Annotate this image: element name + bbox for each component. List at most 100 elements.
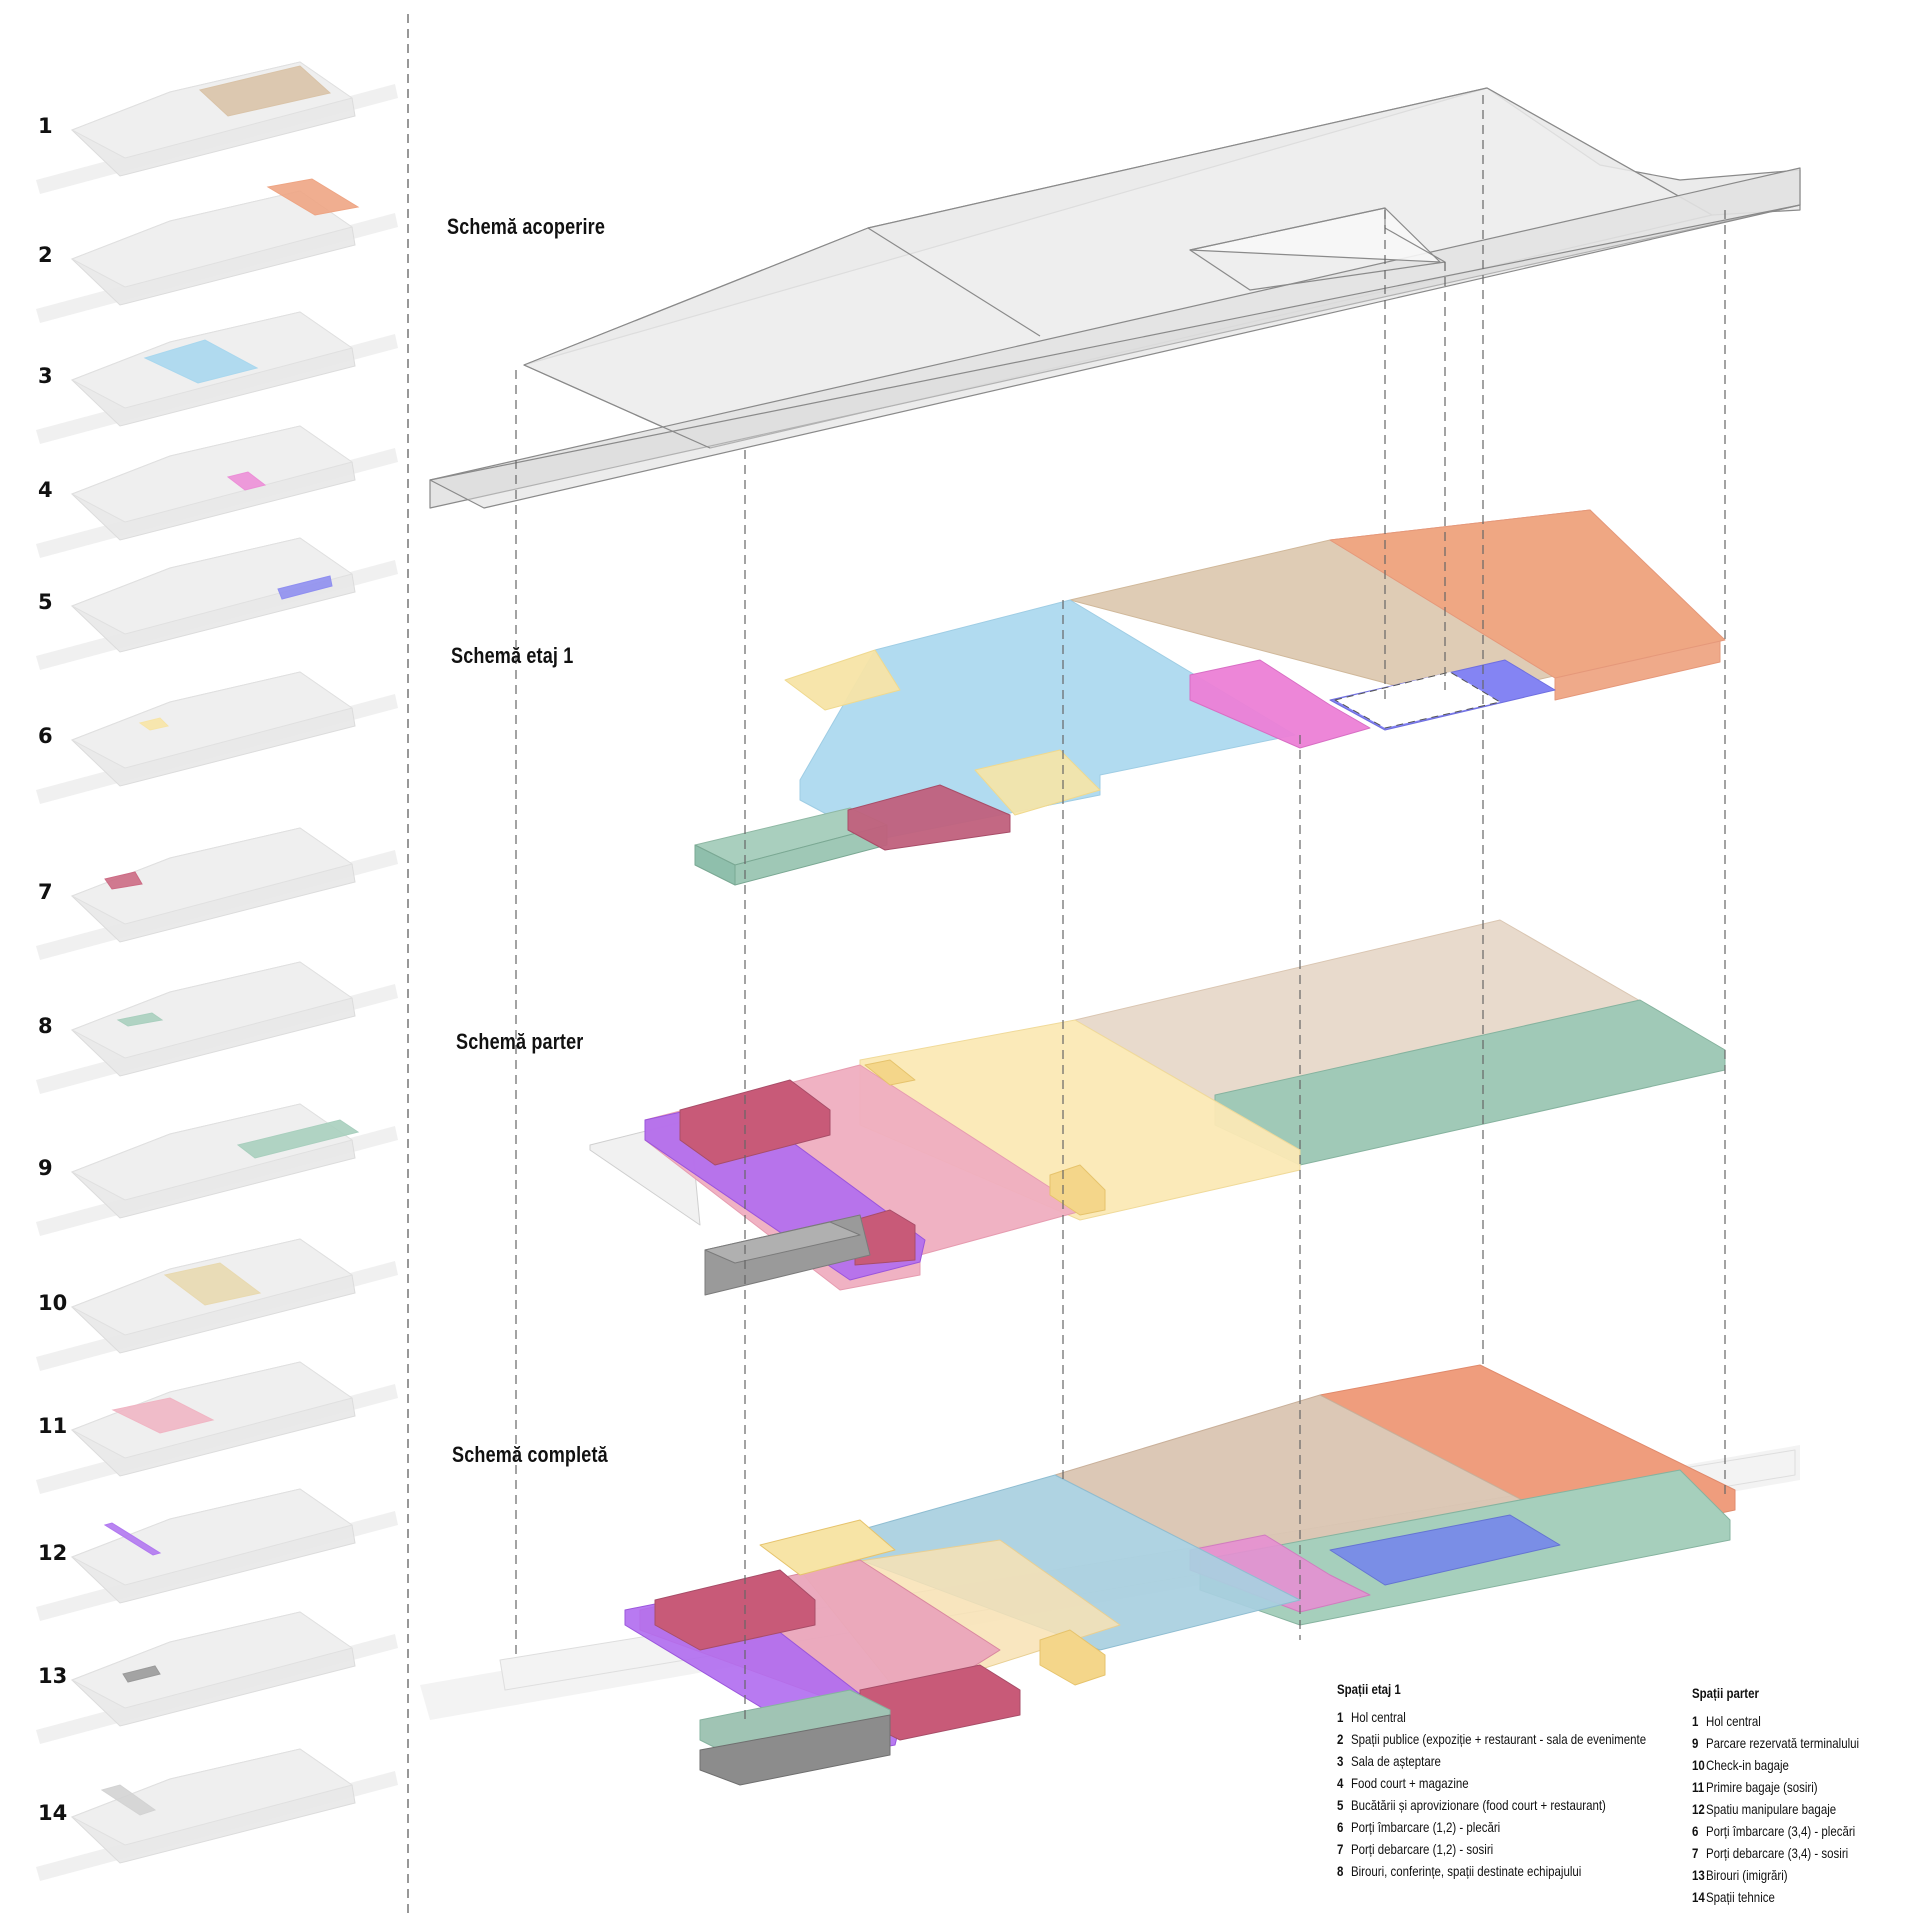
thumbnail-number: 9 xyxy=(38,1156,53,1180)
legend-floor1-item-number: 1 xyxy=(1337,1709,1344,1725)
legend-floor1-item-number: 7 xyxy=(1337,1841,1344,1857)
thumbnail-highlight-hol-central xyxy=(198,65,332,117)
legend-floor1-item-label: Food court + magazine xyxy=(1350,1775,1469,1791)
thumbnail-number: 12 xyxy=(38,1541,68,1565)
legend-ground-item-label: Primire bagaje (sosiri) xyxy=(1705,1779,1818,1795)
thumbnail-highlight-manipulare-bagaje xyxy=(103,1522,162,1556)
legend-ground-item-label: Check-in bagaje xyxy=(1705,1757,1789,1773)
legend-ground-item-label: Spații tehnice xyxy=(1705,1889,1775,1905)
thumbnail-2 xyxy=(36,178,398,323)
roof-edge xyxy=(523,364,711,449)
thumbnail-number: 5 xyxy=(38,590,53,614)
legend-ground-item-label: Parcare rezervată terminalului xyxy=(1705,1735,1860,1751)
thumbnail-9 xyxy=(36,1103,398,1236)
thumbnail-number: 2 xyxy=(38,243,53,267)
thumbnail-6 xyxy=(36,671,398,804)
complete-imbarcare-b xyxy=(1039,1629,1106,1686)
legend-floor1-item-label: Porți debarcare (1,2) - sosiri xyxy=(1350,1841,1494,1857)
legend-ground-item-number: 1 xyxy=(1692,1713,1699,1729)
legend-ground-item-number: 13 xyxy=(1692,1867,1705,1883)
legend-ground-item-number: 9 xyxy=(1692,1735,1699,1751)
thumbnail-1 xyxy=(36,61,398,194)
legend-ground-heading: Spații parter xyxy=(1692,1685,1759,1701)
legend-floor1-item-number: 6 xyxy=(1337,1819,1344,1835)
complete-scheme xyxy=(420,1364,1800,1786)
title-roof: Schemă acoperire xyxy=(447,214,606,239)
floor1-imbarcare-2 xyxy=(974,749,1101,816)
legend-ground-item-label: Porți debarcare (3,4) - sosiri xyxy=(1705,1845,1849,1861)
legend-ground-item-number: 12 xyxy=(1692,1801,1705,1817)
legend-floor1-item-number: 8 xyxy=(1337,1863,1344,1879)
legend-floor1-item-number: 3 xyxy=(1337,1753,1344,1769)
roof-ridge xyxy=(867,227,1041,337)
thumbnail-14 xyxy=(36,1748,398,1881)
thumbnail-7 xyxy=(36,827,398,960)
thumbnail-number: 7 xyxy=(38,880,53,904)
thumbnail-12 xyxy=(36,1488,398,1621)
complete-imigrari xyxy=(699,1714,891,1786)
thumbnail-number: 6 xyxy=(38,724,53,748)
legend-floor1-item-label: Sala de așteptare xyxy=(1350,1753,1441,1769)
thumbnail-highlight-birouri xyxy=(116,1012,164,1027)
thumbnail-highlight-food-court xyxy=(226,471,267,491)
legend-ground-item-number: 6 xyxy=(1692,1823,1699,1839)
floor1-food-court xyxy=(1189,659,1371,749)
thumbnail-13 xyxy=(36,1611,398,1744)
legend-floor1-item-label: Porți îmbarcare (1,2) - plecări xyxy=(1350,1819,1501,1835)
legend-ground-item-number: 7 xyxy=(1692,1845,1699,1861)
thumbnail-number: 8 xyxy=(38,1014,53,1038)
thumbnail-highlight-porti-imbarcare xyxy=(138,717,169,731)
thumbnail-highlight-parcare xyxy=(236,1119,360,1159)
thumbnail-11 xyxy=(36,1361,398,1494)
thumbnail-building-top xyxy=(70,537,354,635)
legend-ground-item-label: Birouri (imigrări) xyxy=(1705,1867,1788,1883)
complete-bucatarii xyxy=(1329,1514,1561,1586)
legend-floor1-item-label: Spații publice (expoziție + restaurant -… xyxy=(1350,1731,1647,1747)
thumbnail-number: 4 xyxy=(38,478,53,502)
thumbnail-column xyxy=(36,61,398,1881)
complete-imbarcare-a xyxy=(759,1519,896,1576)
ground-scheme xyxy=(589,919,1726,1296)
thumbnail-building-top xyxy=(70,1103,354,1201)
roof-skylight-hole xyxy=(1189,207,1446,291)
complete-debarcare-a xyxy=(654,1569,816,1651)
legend-floor1-item-label: Birouri, conferințe, spații destinate ec… xyxy=(1350,1863,1582,1879)
ground-imbarcare-a xyxy=(864,1059,916,1086)
legend-ground-item-number: 10 xyxy=(1692,1757,1705,1773)
thumbnail-3 xyxy=(36,311,398,444)
thumbnail-10 xyxy=(36,1238,398,1371)
floor1-scheme xyxy=(694,509,1726,886)
thumbnail-highlight-primire-bagaje xyxy=(111,1397,215,1434)
legend-ground-item-number: 14 xyxy=(1692,1889,1705,1905)
thumbnail-highlight-bucatarii xyxy=(277,575,333,600)
title-ground: Schemă parter xyxy=(456,1029,584,1054)
thumbnail-number: 13 xyxy=(38,1664,68,1688)
legend-floor1-item: 6 Porți îmbarcare (1,2) - plecări xyxy=(1337,1816,1681,1838)
legend-ground-item-label: Hol central xyxy=(1705,1713,1761,1729)
thumbnail-4 xyxy=(36,425,398,558)
thumbnail-8 xyxy=(36,961,398,1094)
legend-ground-item-label: Porți îmbarcare (3,4) - plecări xyxy=(1705,1823,1856,1839)
thumbnail-building-top xyxy=(70,961,354,1059)
thumbnail-highlight-birouri-imigrari xyxy=(122,1665,161,1683)
thumbnail-building-top xyxy=(70,671,354,769)
thumbnail-number: 11 xyxy=(38,1414,68,1438)
legend-ground-item: 7 Porți debarcare (3,4) - sosiri xyxy=(1692,1842,1920,1864)
legend-floor1-item: 8 Birouri, conferințe, spații destinate e… xyxy=(1337,1860,1681,1882)
floor1-opening xyxy=(1334,671,1501,729)
thumbnail-highlight-sala-asteptare xyxy=(143,339,259,384)
legend-floor1-item-number: 2 xyxy=(1337,1731,1344,1747)
thumbnail-building-top xyxy=(70,827,354,925)
legend-ground-item: 9 Parcare rezervată terminalului xyxy=(1692,1732,1920,1754)
legend-ground: Spații parter 1 Hol central 9 Parcare rezer… xyxy=(1692,1682,1920,1908)
legend-floor1-item: 3 Sala de așteptare xyxy=(1337,1750,1681,1772)
